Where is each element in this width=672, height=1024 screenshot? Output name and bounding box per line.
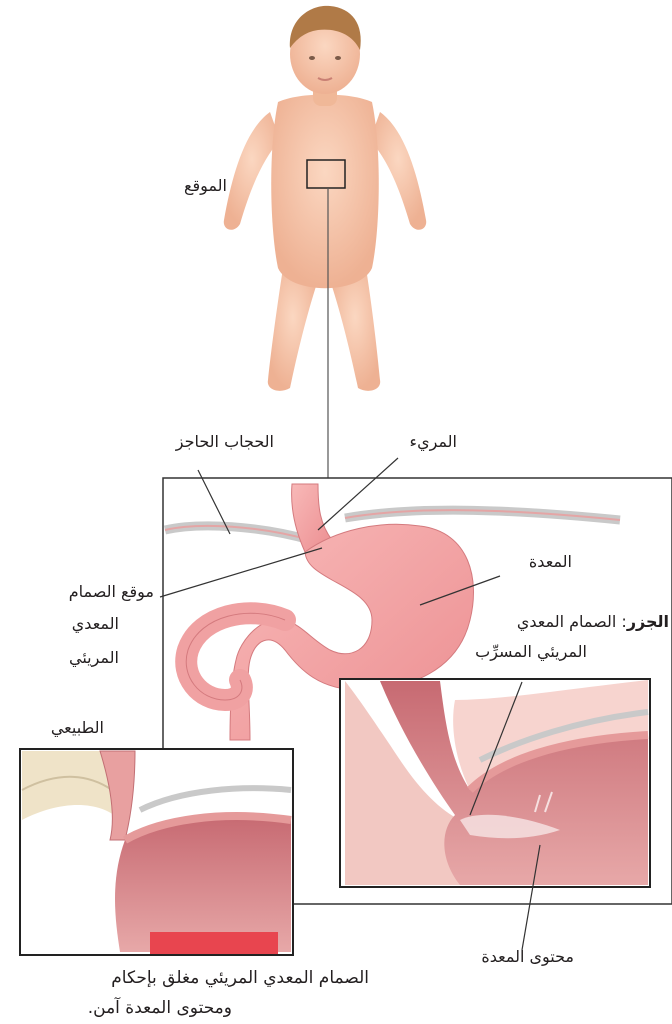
label-les-site-line1: موقع الصمام	[69, 580, 154, 604]
child-figure	[224, 6, 426, 478]
label-reflux-line1: الجزر: الصمام المعدي	[517, 610, 669, 634]
label-reflux-line2: المريئي المسرِّب	[475, 640, 587, 664]
caption-line2: ومحتوى المعدة آمن.	[88, 996, 232, 1020]
label-reflux-line1-rest: : الصمام المعدي	[517, 612, 627, 631]
reflux-inset	[340, 679, 650, 887]
label-reflux-title: الجزر	[627, 612, 669, 631]
normal-inset	[20, 749, 293, 955]
label-stomach: المعدة	[529, 550, 572, 574]
label-les-site-line3: المريئي	[69, 646, 119, 670]
label-les-site-line2: المعدي	[72, 612, 119, 636]
label-stomach-contents: محتوى المعدة	[481, 945, 574, 969]
stomach-acid-pool	[150, 932, 278, 954]
label-esophagus: المريء	[410, 430, 457, 454]
label-diaphragm: الحجاب الحاجز	[176, 430, 274, 454]
label-normal: الطبيعي	[51, 716, 104, 740]
caption-line1: الصمام المعدي المريئي مغلق بإحكام	[111, 966, 369, 990]
label-location: الموقع	[184, 174, 227, 198]
